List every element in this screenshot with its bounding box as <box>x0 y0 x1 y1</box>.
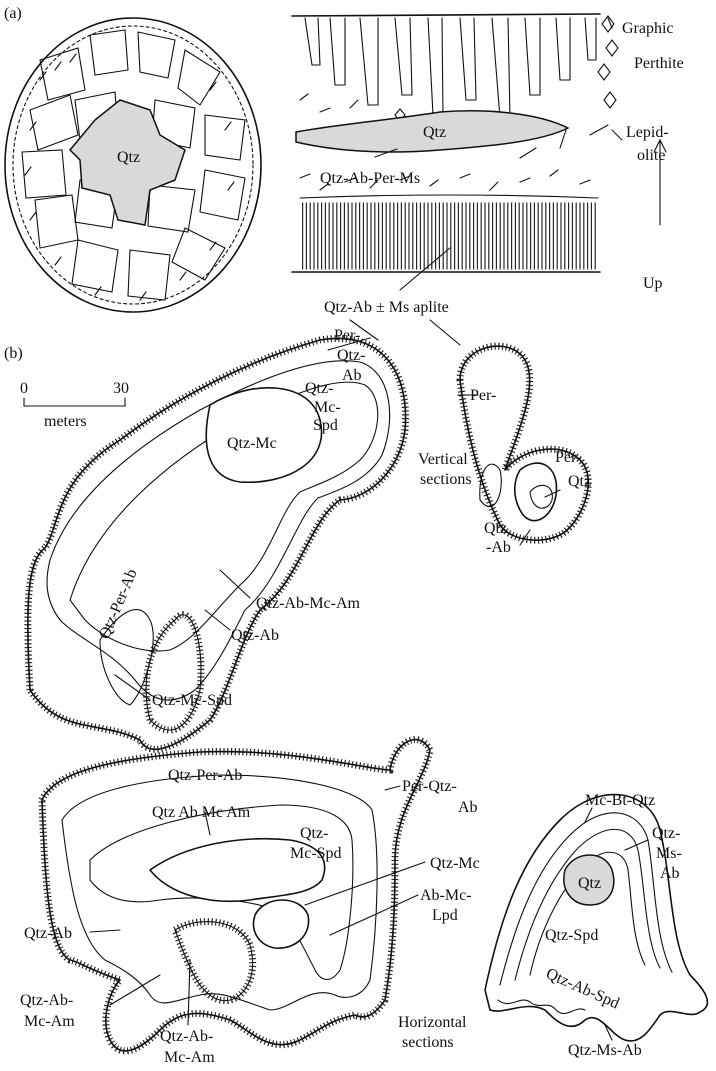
vertical-caption-2: sections <box>420 471 472 488</box>
v1-per-label-3: Ab <box>342 367 362 384</box>
horizontal-caption-2: sections <box>402 1034 454 1051</box>
section-qtz-label: Qtz <box>423 124 446 141</box>
lepidolite-label-2: olite <box>637 147 665 164</box>
h2-qtz-ab-spd-label: Qtz-Ab-Spd <box>543 965 621 1012</box>
v2-qtz-ab-label-1: Qtz <box>484 520 507 537</box>
vertical-section-1: Per- Qtz- Ab Qtz- Mc- Spd Qtz-Mc Qtz-Per… <box>28 327 406 749</box>
h1-qtz-ab-mc-am-left-1: Qtz-Ab- <box>20 992 73 1009</box>
v1-qtz-ab-label: Qtz-Ab <box>231 627 279 644</box>
layered-section: Qtz Graphic Perthite Lepid- olite Qtz-Ab… <box>292 14 684 292</box>
v1-qtz-per-ab-label: Qtz-Per-Ab <box>96 567 141 642</box>
scale-unit: meters <box>44 413 87 430</box>
h1-per-label-1: Per-Qtz- <box>402 778 457 795</box>
scale-zero: 0 <box>20 380 28 397</box>
h1-qtz-mc-label: Qtz-Mc <box>430 855 480 872</box>
h2-qtz-ms-ab-label-3: Ab <box>660 865 680 882</box>
h1-per-label-2: Ab <box>458 799 478 816</box>
vertical-section-2: Per- Per- Qtz Qtz -Ab <box>458 346 591 556</box>
h1-ab-mc-lpd-label-2: Lpd <box>432 907 458 924</box>
horizontal-caption-1: Horizontal <box>398 1014 467 1031</box>
intermediate-zone-label: Qtz-Ab-Per-Ms <box>320 170 420 187</box>
h2-qtz-ms-ab-label-1: Qtz- <box>652 825 680 842</box>
h2-qtz-label: Qtz <box>578 875 601 892</box>
panel-a-label: (a) <box>4 5 22 22</box>
v1-qtz-mc-spd-label: Qtz-Mc-Spd <box>152 692 232 709</box>
h1-core-qtz-mc <box>254 900 309 948</box>
horizontal-section-2: Mc-Bt-Qtz Qtz- Ms- Ab Qtz Qtz-Spd Qtz-Ab… <box>485 792 707 1059</box>
h2-qtz-spd-label: Qtz-Spd <box>545 927 598 944</box>
pocket-cross-section: Qtz <box>5 18 261 312</box>
h1-qtz-ab-mc-am-inline: Qtz Ab Mc Am <box>152 804 251 821</box>
h2-mc-bt-qtz-label: Mc-Bt-Qtz <box>585 792 655 809</box>
h1-ab-mc-lpd-label-1: Ab-Mc- <box>420 887 472 904</box>
up-label: Up <box>643 275 663 292</box>
v2-qtz-label: Qtz <box>568 473 591 490</box>
aplite-band <box>292 195 600 272</box>
v2-qtz-ab-label-2: -Ab <box>486 539 511 556</box>
v1-per-label-2: Qtz- <box>337 347 365 364</box>
aplite-label: Qtz-Ab ± Ms aplite <box>324 299 449 316</box>
h2-qtz-ms-ab-label-2: Ms- <box>656 845 682 862</box>
v1-mcspd-label-2: Mc- <box>314 399 341 416</box>
scale-max: 30 <box>113 380 129 397</box>
panel-b-label: (b) <box>4 345 23 362</box>
vertical-caption-1: Vertical <box>418 451 468 468</box>
h1-qtz-per-ab-label: Qtz-Per-Ab <box>168 767 242 784</box>
h1-qtz-ab-label: Qtz-Ab <box>24 925 72 942</box>
v1-mcspd-label-1: Qtz- <box>305 380 333 397</box>
v2-per-label-2: Per- <box>555 449 581 466</box>
scale-bar: 0 30 meters <box>20 380 129 430</box>
graphic-label: Graphic <box>622 20 674 37</box>
h1-qtz-ab-mc-am-bottom-2: Mc-Am <box>164 1049 215 1066</box>
v1-mcspd-label-3: Spd <box>313 417 338 434</box>
h1-qtz-mc-spd-label-1: Qtz- <box>300 825 328 842</box>
h1-qtz-ab-mc-am-left-2: Mc-Am <box>24 1013 75 1030</box>
h2-qtz-ms-ab-bottom-label: Qtz-Ms-Ab <box>568 1042 642 1059</box>
v1-qtz-ab-mc-am-label: Qtz-Ab-Mc-Am <box>256 595 361 612</box>
pocket-qtz-label: Qtz <box>117 149 140 166</box>
h1-qtz-mc-spd-label-2: Mc-Spd <box>290 845 342 862</box>
h1-qtz-ab-mc-am-bottom-1: Qtz-Ab- <box>160 1028 213 1045</box>
lepidolite-label-1: Lepid- <box>626 124 669 141</box>
v1-qtz-mc-label: Qtz-Mc <box>227 435 277 452</box>
perthite-label: Perthite <box>634 55 684 72</box>
